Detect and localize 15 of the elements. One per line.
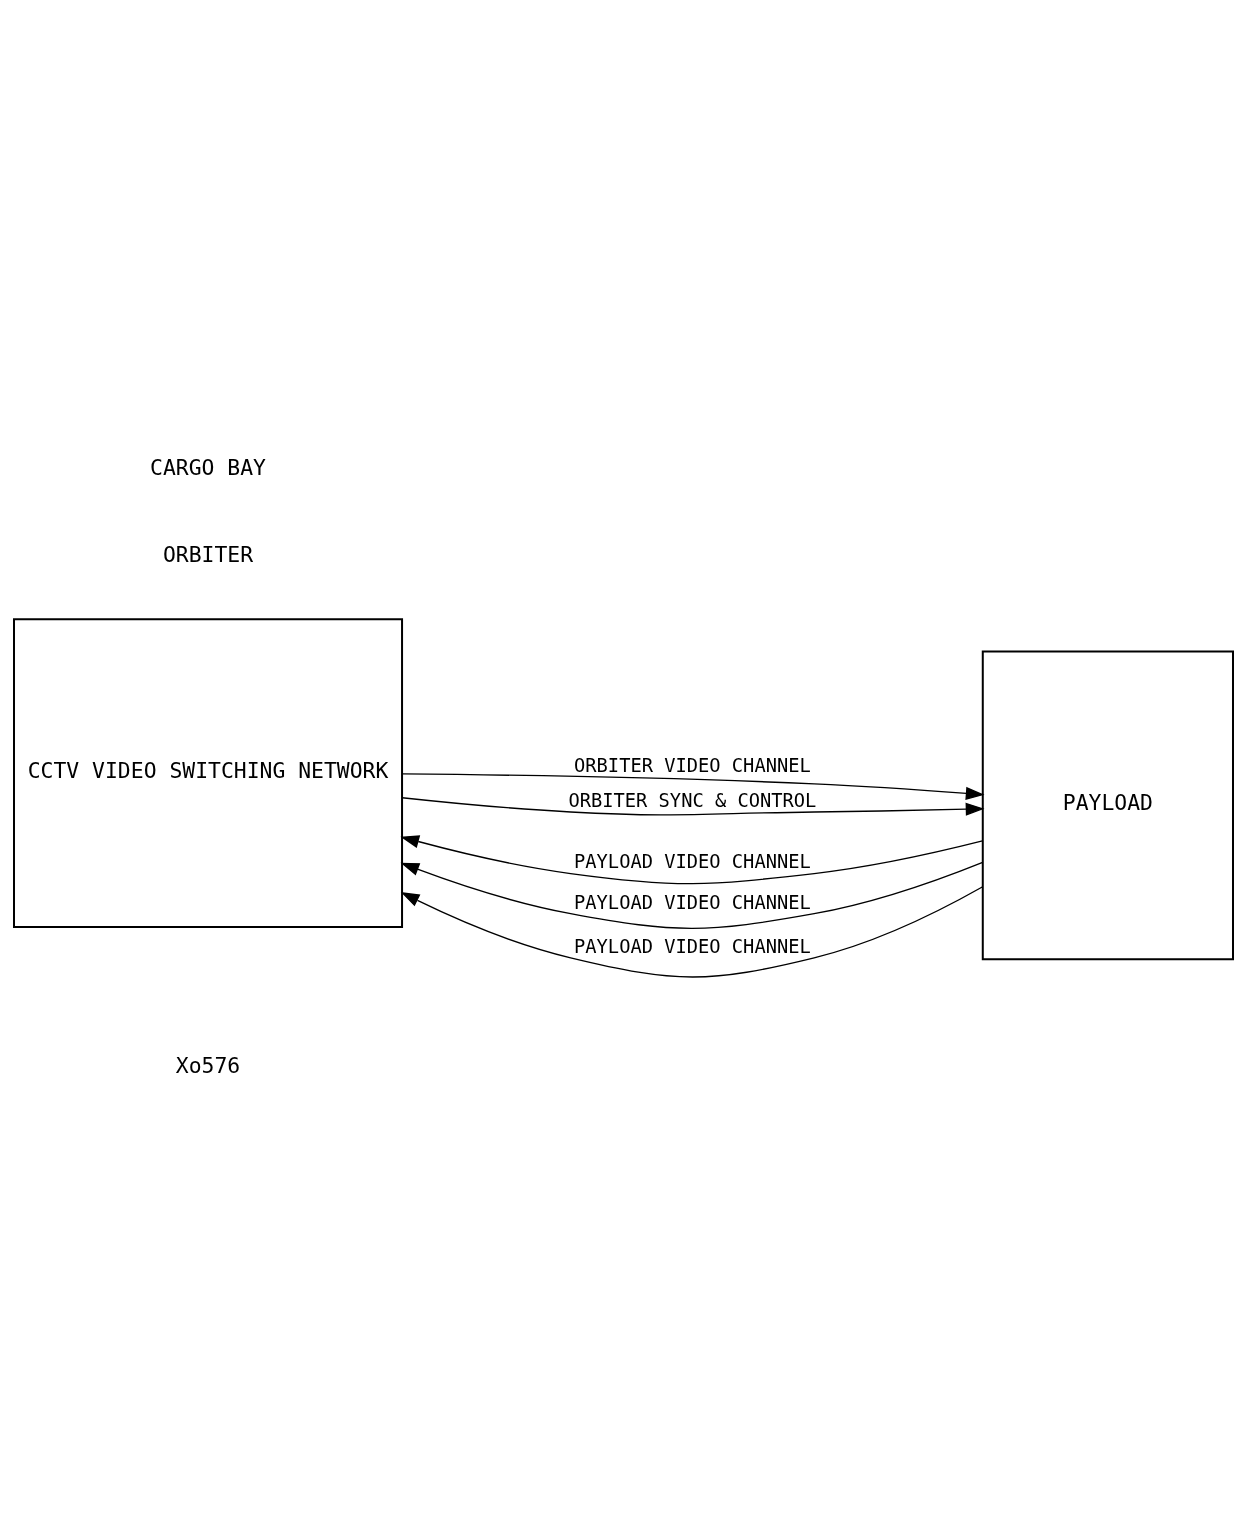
node-box: CCTV VIDEO SWITCHING NETWORK	[13, 618, 404, 929]
arrow	[400, 886, 984, 978]
edge-label: PAYLOAD VIDEO CHANNEL	[574, 935, 811, 957]
node-box: PAYLOAD	[981, 650, 1234, 961]
edge-label: PAYLOAD VIDEO CHANNEL	[574, 851, 811, 873]
arrow	[401, 773, 985, 800]
label: Xo576	[175, 1052, 241, 1078]
label: ORBITER	[162, 541, 254, 567]
edge-label: ORBITER SYNC & CONTROL	[568, 789, 817, 811]
arrow	[400, 861, 984, 929]
edge-label: ORBITER VIDEO CHANNEL	[574, 755, 811, 777]
label: CARGO BAY	[150, 454, 266, 480]
edge-label: PAYLOAD VIDEO CHANNEL	[574, 891, 811, 913]
arrow	[401, 797, 985, 816]
arrow	[400, 835, 984, 885]
